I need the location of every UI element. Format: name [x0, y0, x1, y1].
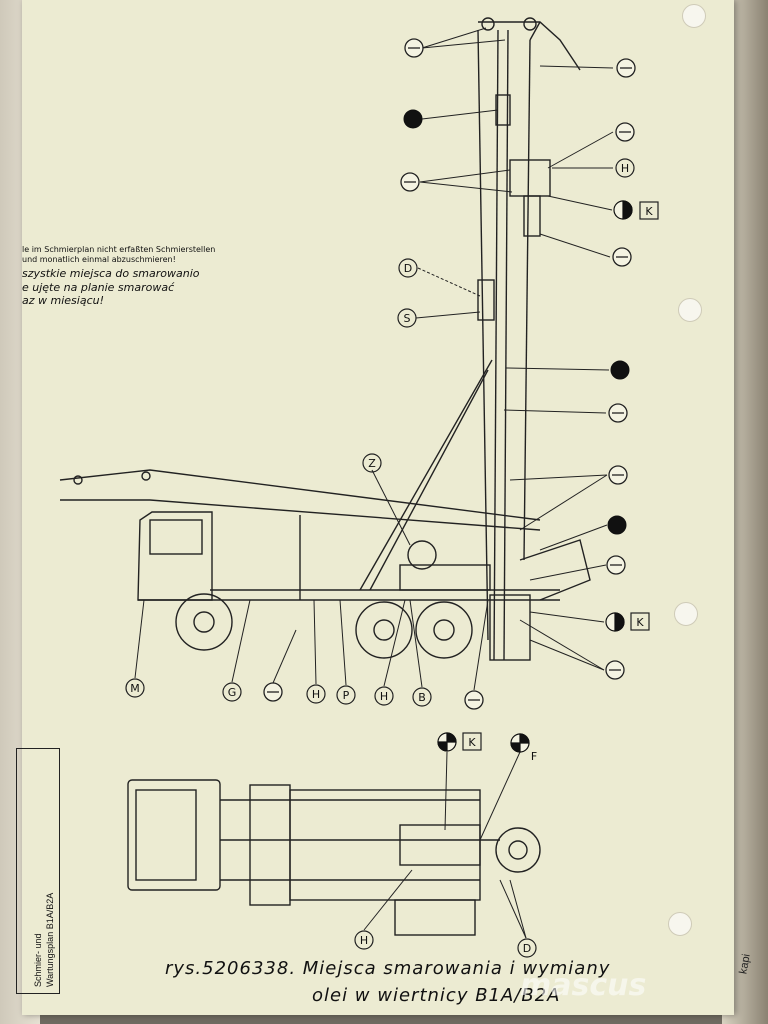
letter-marker-circle	[412, 687, 432, 707]
minus-marker	[616, 58, 636, 78]
minus-marker	[612, 247, 632, 267]
caption-line1: rys.5206338. Miejsca smarowania i wymian…	[165, 958, 611, 979]
title-block: Schmier- und Wartungsplan B1A/B2A	[16, 748, 60, 994]
minus-marker	[615, 122, 635, 142]
filled-marker	[403, 109, 423, 129]
punch-hole	[678, 298, 702, 322]
marker-letter-k: K	[636, 616, 644, 629]
letter-marker-circle	[336, 685, 356, 705]
title-block-text1: Schmier- und	[33, 933, 43, 987]
marker-letter-s: S	[404, 312, 411, 325]
letter-marker-circle	[517, 938, 537, 958]
k-box	[630, 612, 650, 631]
letter-marker-circle	[125, 678, 145, 698]
minus-marker	[404, 38, 424, 58]
k-box	[639, 201, 659, 220]
minus-marker	[606, 555, 626, 575]
marker-letter-h: H	[380, 690, 388, 703]
document-page	[22, 0, 734, 1015]
marker-letter-k: K	[645, 205, 653, 218]
minus-marker	[605, 660, 625, 680]
letter-marker-circle	[354, 930, 374, 950]
letter-marker-circle	[362, 453, 382, 473]
marker-letter-h: H	[360, 934, 368, 947]
quarter-marker	[510, 733, 530, 753]
punch-hole	[682, 4, 706, 28]
punch-hole	[668, 912, 692, 936]
letter-marker-circle	[398, 258, 418, 278]
k-box	[462, 732, 482, 751]
watermark-logo: mascus	[520, 968, 647, 1003]
marker-letter-p: P	[343, 689, 350, 702]
marker-letter-b: B	[418, 691, 426, 704]
marker-letter-k: K	[468, 736, 476, 749]
half-marker	[605, 612, 625, 632]
letter-marker-circle	[397, 308, 417, 328]
marker-letter-d: D	[523, 942, 531, 955]
minus-marker	[400, 172, 420, 192]
polish-note-line1: szystkie miejsca do smarowanio	[22, 267, 200, 280]
minus-marker	[608, 403, 628, 423]
marker-letter-z: Z	[368, 457, 376, 470]
minus-marker	[608, 465, 628, 485]
marker-letter-h: H	[621, 162, 629, 175]
letter-marker-circle	[374, 686, 394, 706]
letter-marker-circle	[222, 682, 242, 702]
minus-marker	[464, 690, 484, 710]
punch-hole	[674, 602, 698, 626]
filled-marker	[607, 515, 627, 535]
german-note-line2: und monatlich einmal abzuschmieren!	[22, 255, 176, 264]
polish-note-line2: e ujęte na planie smarować	[22, 281, 175, 294]
letter-marker-circle	[306, 684, 326, 704]
filled-marker	[610, 360, 630, 380]
marker-letter-f: F	[531, 750, 537, 763]
letter-marker-circle	[615, 158, 635, 178]
marker-letter-g: G	[228, 686, 237, 699]
polish-note-line3: az w miesiącu!	[22, 294, 105, 307]
marker-letter-d: D	[404, 262, 412, 275]
marker-letter-h: H	[312, 688, 320, 701]
german-note-line1: le im Schmierplan nicht erfaßten Schmier…	[22, 245, 216, 254]
caption-line2: olei w wiertnicy B1A/B2A	[312, 985, 561, 1006]
marker-letter-m: M	[130, 682, 140, 695]
title-block-text2: Wartungsplan B1A/B2A	[45, 892, 55, 987]
quarter-marker	[437, 732, 457, 752]
minus-marker	[263, 682, 283, 702]
half-marker	[613, 200, 633, 220]
